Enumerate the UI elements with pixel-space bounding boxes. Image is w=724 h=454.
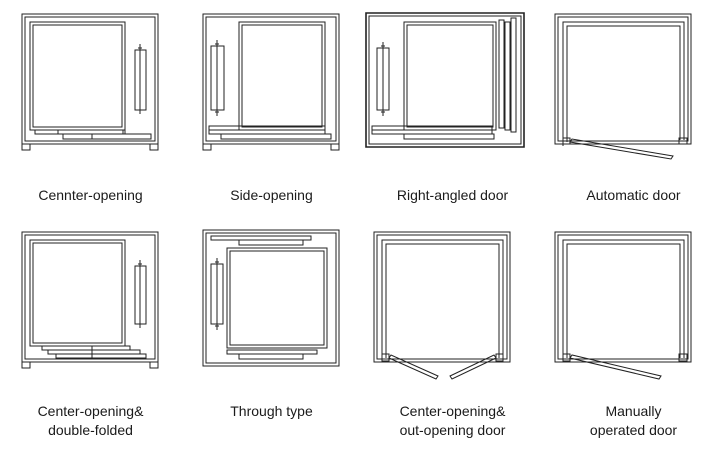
diagram-cell-center-out-opening: Center-opening&out-opening door [362,220,543,454]
diagram-cell-side-opening: Side-opening [181,0,362,220]
diagram-cell-right-angled: Right-angled door [362,0,543,220]
automatic-door-icon [543,8,724,168]
through-type-door-icon [181,226,362,386]
center-opening-out-opening-icon [362,226,543,386]
center-opening-double-folded-icon [0,226,181,386]
caption-center-opening: Cennter-opening [38,187,143,203]
center-opening-door-icon [0,8,181,168]
manually-operated-door-icon [543,226,724,386]
diagram-cell-automatic: Automatic door [543,0,724,220]
caption-center-out-opening: Center-opening&out-opening door [399,403,506,438]
caption-through-type: Through type [230,403,313,419]
side-opening-door-icon [181,8,362,168]
diagram-cell-center-opening: Cennter-opening [0,0,181,220]
caption-side-opening: Side-opening [230,187,313,203]
diagram-cell-center-double-folded: Center-opening&double-folded [0,220,181,454]
right-angled-door-icon [362,8,543,168]
caption-center-double-folded: Center-opening&double-folded [37,403,144,438]
caption-right-angled: Right-angled door [396,187,509,203]
diagram-cell-through-type: Through type [181,220,362,454]
caption-automatic: Automatic door [586,187,681,203]
